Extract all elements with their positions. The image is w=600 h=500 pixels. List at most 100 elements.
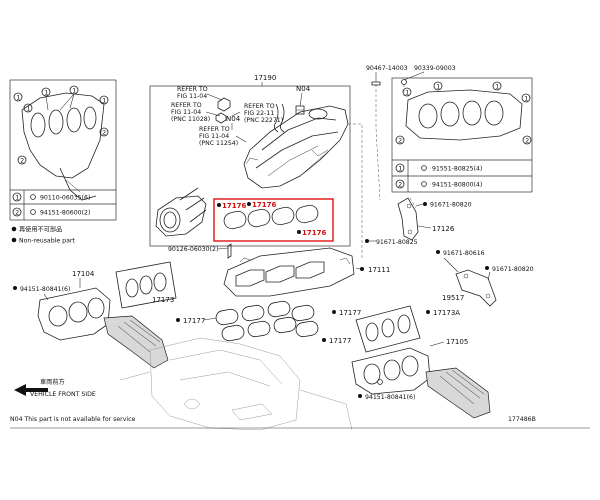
hose-part	[274, 103, 285, 133]
part-label-94151-80841-left: 94151-80841(6)	[20, 286, 70, 293]
right-inset-frame	[391, 77, 533, 193]
n04-label-2: N04	[296, 85, 311, 93]
bracket-19517: 91671-80616 91671-80820 19517	[436, 250, 534, 307]
callout-number: 1	[44, 89, 48, 96]
legend-row1-number: 1	[15, 194, 19, 201]
callout-number: 2	[398, 137, 402, 144]
part-label-90339-09003: 90339-09003	[414, 65, 456, 72]
non-reusable-bullet-icon	[11, 237, 17, 243]
service-footnote: N04 This part is not available for servi…	[10, 416, 135, 423]
right-legend-table: 1 91551-80825(4) 2 94151-80800(4)	[392, 159, 532, 192]
bracket-17126: 17126 91671-80820	[397, 197, 472, 241]
left-legend-table: 1 90110-06035(6) 2 94151-80600(2)	[10, 189, 116, 220]
legend-row2-number: 2	[398, 181, 402, 188]
central-box-frame	[149, 85, 351, 247]
callout-number: 2	[525, 137, 529, 144]
callout-number: 1	[436, 83, 440, 90]
part-label-91671-80616: 91671-80616	[443, 250, 485, 257]
highlighted-gasket-box	[213, 198, 334, 242]
bolt-91671-80825: 91671-80825	[365, 239, 418, 246]
part-label-17190: 17190	[254, 74, 276, 82]
part-label-17173A: 17173A	[433, 309, 460, 317]
legend-row2-part: 94151-80800(4)	[432, 182, 482, 189]
callout-number: 2	[20, 157, 24, 164]
upper-intake-plenum	[243, 105, 349, 189]
callout-number: 1	[524, 95, 528, 102]
vehicle-front-label-en: VEHICLE FRONT SIDE	[30, 391, 96, 398]
left-inset-frame	[9, 79, 117, 221]
part-label-19517: 19517	[442, 294, 464, 302]
left-inset: 1 1 1 1 1 2 2 1 90110-06035(6) 2	[9, 79, 117, 221]
clamp-part-icon	[401, 79, 407, 85]
part-label-17177-c: 17177	[329, 337, 351, 345]
callout-number: 1	[102, 97, 106, 104]
refer-note-2-line3: (PNC 11028)	[171, 116, 210, 123]
n04-label-1: N04	[226, 115, 241, 123]
callout-number: 1	[16, 94, 20, 101]
right-inset: 1 1 1 1 2 2 1 91551-80825(4) 2 94151-808…	[391, 77, 533, 193]
refer-note-3-line2: FIG 22-11	[244, 110, 274, 117]
part-label-17173: 17173	[152, 296, 174, 304]
part-label-91671-80825: 91671-80825	[376, 239, 418, 246]
right-inset-gasket-illustration	[405, 89, 523, 141]
left-inset-manifold-illustration	[21, 92, 105, 201]
inset-callout-1: 1 1 1 1 1 2 2	[13, 85, 109, 165]
non-reusable-note: 再使用不可部品 Non-reusable part	[11, 226, 75, 245]
part-label-17176-a: 17176	[222, 202, 246, 210]
throttle-body-part	[155, 187, 207, 237]
alignment-dashes	[348, 84, 417, 260]
part-label-17177-b: 17177	[339, 309, 361, 317]
refer-note-1-line1: REFER TO	[177, 86, 208, 93]
refer-note-4-line3: (PNC 11254)	[199, 140, 238, 147]
non-reusable-note-cn: 再使用不可部品	[19, 226, 62, 234]
callout-number: 2	[102, 129, 106, 136]
n04-plug-part	[295, 105, 305, 115]
part-label-17176-c: 17176	[302, 229, 326, 237]
refer-note-4-line1: REFER TO	[199, 126, 230, 133]
legend-row2-part: 94151-80600(2)	[40, 210, 90, 217]
vehicle-front-indicator: 車両前方 VEHICLE FRONT SIDE	[14, 378, 96, 398]
refer-note-1-line2: FIG 11-04	[177, 93, 207, 100]
part-label-90126-06030: 90126-06030(2)	[168, 246, 218, 253]
part-label-90467-14003: 90467-14003	[366, 65, 408, 72]
top-right-fasteners: 90467-14003 90339-09003	[366, 65, 456, 86]
clip-part-icon	[371, 81, 381, 86]
exhaust-manifold-17104: 17104 94151-80841(6)	[13, 270, 169, 369]
part-label-94151-80841-right: 94151-80841(6)	[365, 394, 415, 401]
gasket-set-17176	[223, 204, 319, 230]
refer-note-3-line1: REFER TO	[244, 103, 275, 110]
exhaust-manifold-17105: 17105 94151-80841(6)	[351, 338, 491, 419]
part-label-17105: 17105	[446, 338, 468, 346]
callout-number: 1	[26, 105, 30, 112]
callout-number: 1	[72, 87, 76, 94]
part-label-91671-80820-bolt: 91671-80820	[430, 202, 472, 209]
legend-row2-number: 2	[15, 209, 19, 216]
gasket-17177-pair: 17177 17177 17177	[176, 300, 361, 345]
refer-note-2-line2: FIG 11-04	[171, 109, 201, 116]
intake-assembly-group: 17190 REFER TO FIG 11-04 REFER TO FIG 11…	[149, 74, 351, 247]
non-reusable-bullet-icon	[11, 226, 17, 232]
non-reusable-note-en: Non-reusable part	[19, 238, 75, 245]
engine-block-ghost	[119, 337, 353, 431]
part-label-17104: 17104	[72, 270, 95, 278]
legend-row1-part: 91551-80825(4)	[432, 166, 482, 173]
callout-number: 1	[495, 83, 499, 90]
callout-number: 1	[405, 89, 409, 96]
gasket-17173: 17173	[115, 261, 177, 309]
drawing-number: 177486B	[508, 416, 536, 423]
stud-90126: 90126-06030(2)	[168, 243, 232, 259]
legend-row1-number: 1	[398, 165, 402, 172]
part-label-17126: 17126	[432, 225, 455, 233]
part-label-17177-a: 17177	[183, 317, 205, 325]
refer-note-3-line3: (PNC 22271)	[244, 117, 283, 124]
part-label-91671-80820: 91671-80820	[492, 266, 534, 273]
part-label-17176-b: 17176	[252, 201, 276, 209]
arrow-left-icon	[14, 384, 48, 396]
refer-note-4-line2: FIG 11-04	[199, 133, 229, 140]
lower-intake-manifold-17111: 17111	[223, 247, 390, 297]
legend-row1-part: 90110-06035(6)	[40, 195, 90, 202]
right-inset-callouts: 1 1 1 1 2 2	[395, 81, 532, 145]
part-label-17111: 17111	[368, 266, 390, 274]
vehicle-front-label-cn: 車両前方	[40, 378, 65, 386]
